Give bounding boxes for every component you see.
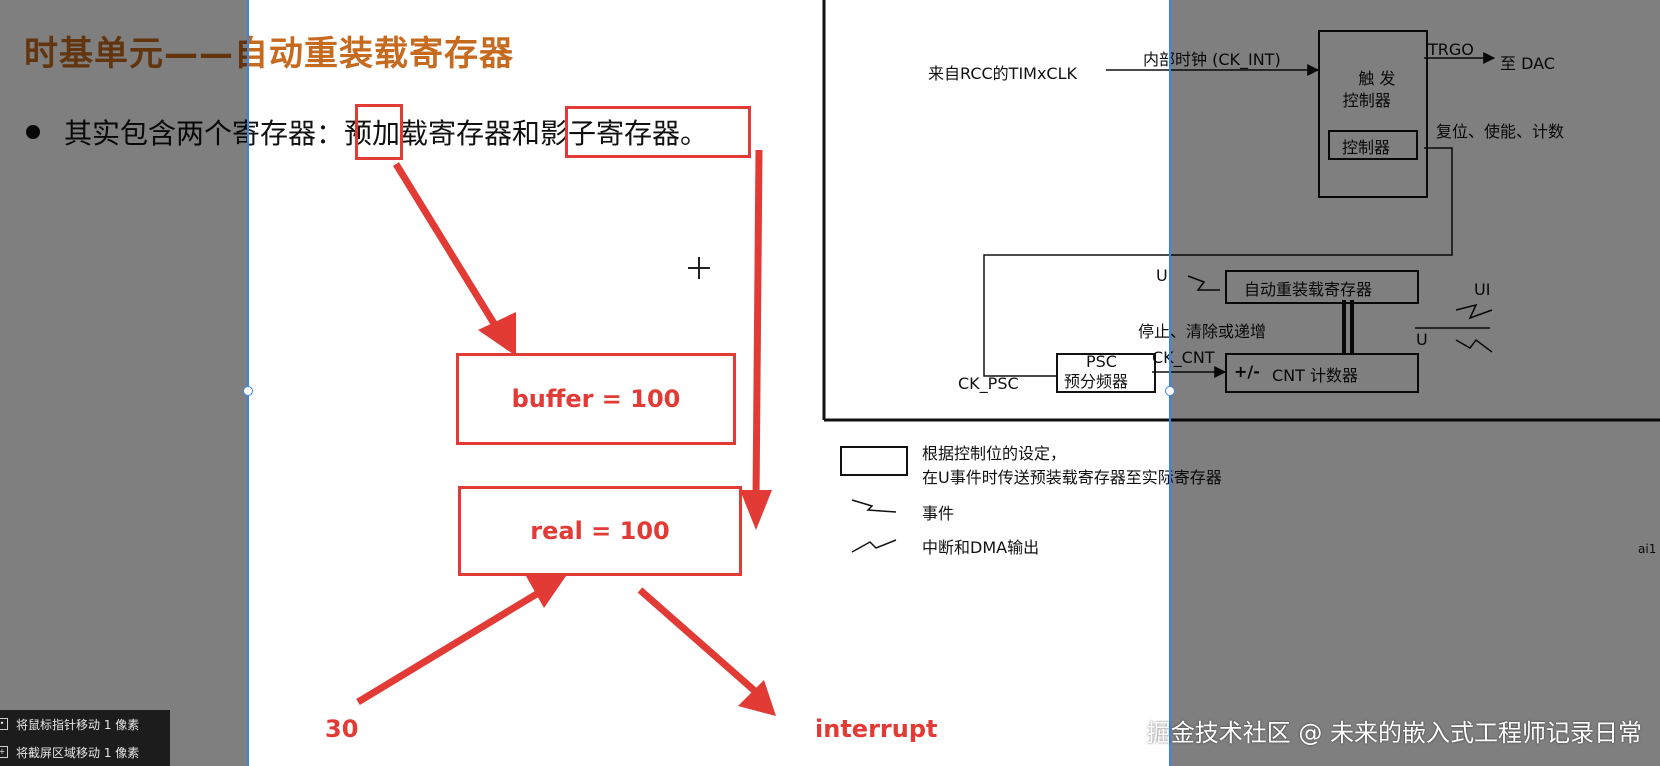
legend-preload-box [840,446,908,476]
buffer-label: buffer = 100 [511,385,681,413]
bullet-dot-icon [26,125,40,139]
capture-border-left[interactable] [247,0,249,766]
ui-label: UI [1474,280,1491,299]
real-box: real = 100 [458,486,742,576]
slide-title: 时基单元——自动重装载寄存器 [24,34,514,74]
highlight-box-preload [355,104,403,160]
from-rcc-label: 来自RCC的TIMxCLK [928,64,1078,83]
ck-psc-label: CK_PSC [958,374,1019,393]
interrupt-label: interrupt [815,715,938,743]
u-event-label: U [1156,266,1168,285]
legend-line1: 根据控制位的设定， [922,444,1067,463]
legend-interrupt-label: 中断和DMA输出 [922,538,1040,557]
trgo-label: TRGO [1428,40,1474,59]
hint-row-move-pointer: • 将鼠标指针移动 1 像素 [0,712,139,736]
move-region-icon: + [0,746,8,758]
cnt-sign-label: +/- [1234,362,1260,381]
capture-border-right[interactable] [1169,0,1171,766]
capture-handle-left[interactable] [243,386,253,396]
real-label: real = 100 [530,517,670,545]
internal-clock-label: 内部时钟 (CK_INT) [1143,50,1281,69]
hint-move-region-text: 将截屏区域移动 1 像素 [16,745,140,760]
watermark-text: 掘金技术社区 @ 未来的嵌入式工程师记录日常 [1146,719,1642,747]
hint-row-move-region: + 将截屏区域移动 1 像素 [0,740,139,764]
screenshot-hint-panel: • 将鼠标指针移动 1 像素 + 将截屏区域移动 1 像素 [0,710,170,766]
crosshair-cursor-icon [688,257,710,279]
highlight-box-shadow [565,106,751,158]
u-out-label: U [1416,330,1428,349]
trigger-controller-label: 触 发 控制器 [1342,69,1396,110]
input-value-label: 30 [325,715,359,743]
to-dac-label: 至 DAC [1500,54,1555,73]
stop-clear-label: 停止、清除或递增 [1138,322,1267,341]
prescaler-label: 预分频器 [1064,372,1129,391]
hint-move-pointer-text: 将鼠标指针移动 1 像素 [16,717,140,732]
ck-cnt-label: CK_CNT [1152,348,1215,367]
reset-enable-count-label: 复位、使能、计数 [1436,122,1565,141]
auto-reload-label: 自动重装载寄存器 [1244,280,1373,299]
controller-label: 控制器 [1342,138,1391,157]
buffer-box: buffer = 100 [456,353,736,445]
figure-id-label: ai1 [1638,542,1657,556]
legend-line2: 在U事件时传送预装载寄存器至实际寄存器 [922,468,1222,487]
cnt-counter-label: CNT 计数器 [1272,366,1359,385]
mouse-pointer-icon: • [0,718,8,730]
legend-event-label: 事件 [922,504,955,523]
capture-handle-right[interactable] [1165,386,1175,396]
